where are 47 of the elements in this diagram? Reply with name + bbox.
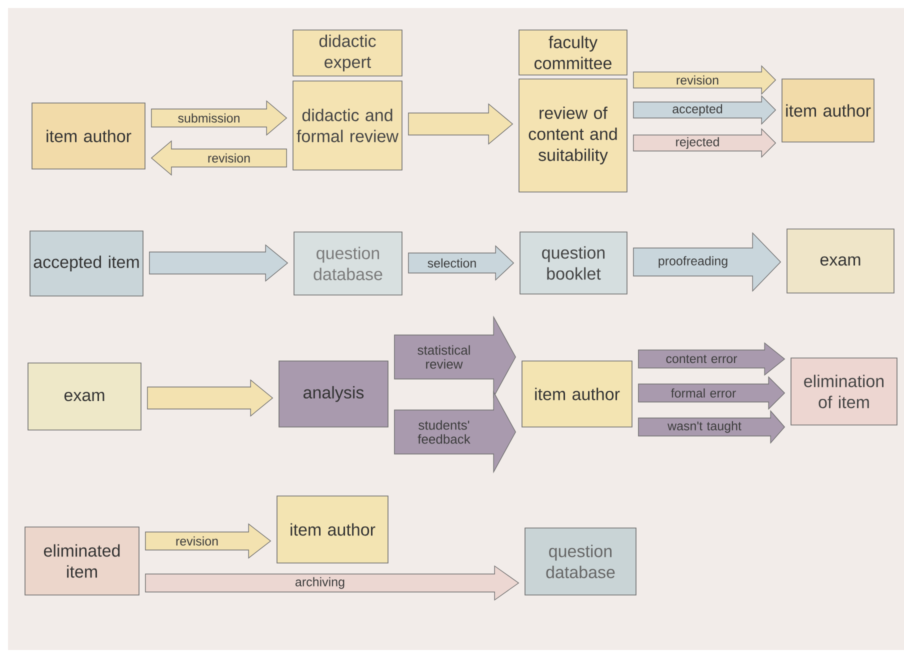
block-arrow (638, 376, 786, 410)
edge-label: wasn't taught (668, 421, 742, 433)
process-box: question booklet (520, 232, 628, 294)
process-box: item author (522, 360, 632, 428)
edge-label: selection (428, 258, 476, 268)
edge-label: formal error (671, 388, 736, 398)
block-arrow (150, 140, 287, 176)
edge-label: revision (676, 75, 718, 85)
process-box: item author (32, 102, 146, 170)
block-arrow (638, 342, 786, 376)
block-arrow (408, 103, 514, 145)
block-arrow (633, 232, 782, 292)
process-box: question database (524, 528, 636, 596)
process-box: analysis (278, 360, 388, 428)
process-box: didactic and formal review (292, 80, 402, 170)
block-arrow (145, 523, 272, 559)
block-arrow (633, 65, 776, 95)
edge-label: proofreading (658, 256, 728, 268)
edge-label: statistical review (418, 345, 470, 369)
process-box: exam (786, 228, 894, 294)
process-box: accepted item (30, 230, 144, 296)
process-box: elimination of item (790, 358, 898, 426)
block-arrow (151, 100, 288, 136)
process-box: didactic expert (292, 30, 402, 76)
block-arrow (633, 95, 776, 125)
process-box: faculty committee (518, 30, 628, 76)
edge-label: archiving (296, 577, 344, 589)
process-box: exam (28, 362, 142, 430)
edge-label: revision (176, 536, 218, 546)
edge-label: rejected (676, 137, 719, 149)
edge-label: submission (178, 113, 240, 123)
block-arrow (149, 244, 288, 282)
block-arrow (145, 565, 520, 601)
block-arrow (394, 390, 516, 474)
edge-label: revision (208, 153, 250, 163)
block-arrow (408, 245, 514, 281)
process-box: item author (276, 496, 388, 564)
edge-label: accepted (672, 104, 722, 116)
edge-label: content error (666, 354, 738, 364)
edge-label: students' feedback (418, 420, 470, 444)
process-box: eliminated item (24, 526, 140, 596)
block-arrow (638, 410, 786, 444)
process-box: review of content and suitability (518, 78, 628, 192)
block-arrow (147, 379, 274, 417)
process-box: item author (782, 78, 874, 142)
process-box: question database (294, 232, 402, 296)
block-arrow (633, 128, 776, 158)
